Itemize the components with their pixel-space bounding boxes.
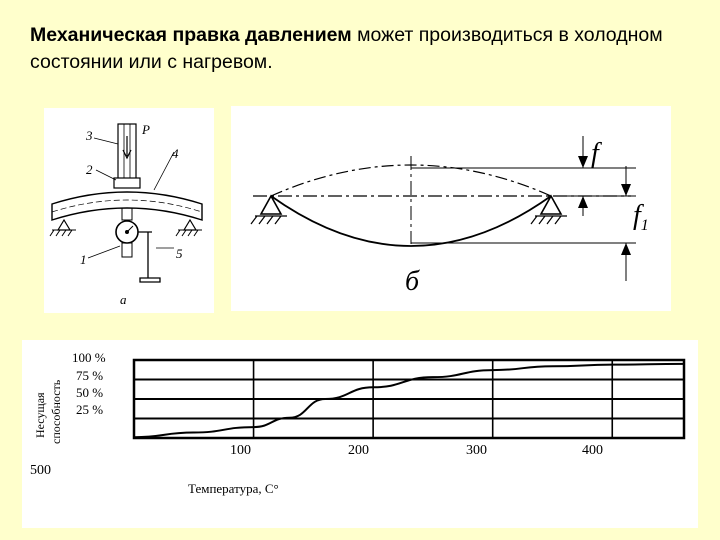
ytick-label-50: 50 % <box>76 385 103 400</box>
page-heading: Механическая правка давлением может прои… <box>30 22 700 76</box>
ytick-label-100: 100 % <box>72 350 106 365</box>
xlabel: Температура, С° <box>188 481 279 496</box>
label-b: б <box>405 266 420 297</box>
indicator-stand <box>138 231 161 283</box>
capacity-curve <box>133 362 685 439</box>
capacity-chart: 100 % 75 % 50 % 25 % Несущая способность… <box>30 350 686 496</box>
chart-panel: 100 % 75 % 50 % 25 % Несущая способность… <box>22 340 698 528</box>
xtick-label-200: 200 <box>348 443 369 458</box>
lower-curve <box>270 195 552 247</box>
force-arrow <box>122 136 132 160</box>
label-5: 5 <box>176 246 183 261</box>
label-p: P <box>141 122 150 137</box>
extra-label-500: 500 <box>30 463 51 478</box>
xtick-label-400: 400 <box>582 443 603 458</box>
bent-beam <box>51 191 203 221</box>
upper-curve <box>270 164 552 197</box>
heading-rest: может производиться в холодном состоянии… <box>30 24 663 73</box>
label-1: 1 <box>80 252 87 267</box>
label-2: 2 <box>86 162 93 177</box>
label-4: 4 <box>172 146 179 161</box>
label-a: а <box>120 292 127 307</box>
xtick-label-100: 100 <box>230 443 251 458</box>
plot-frame <box>132 358 686 440</box>
ylabel-line2: способность <box>49 379 63 444</box>
ylabel-line1: Несущая <box>33 392 47 438</box>
figure-a-panel: 3 P 4 2 1 5 а <box>44 108 214 313</box>
figure-b-panel: f f1 б <box>231 106 671 311</box>
press-diagram: 3 P 4 2 1 5 а <box>49 122 203 307</box>
label-f: f <box>591 138 602 169</box>
ytick-label-25: 25 % <box>76 402 103 417</box>
label-f1: f1 <box>633 200 649 234</box>
heading-bold: Механическая правка давлением <box>30 24 352 46</box>
xtick-label-300: 300 <box>466 443 487 458</box>
ytick-label-75: 75 % <box>76 368 103 383</box>
pin-supports <box>259 194 563 215</box>
press-tip <box>113 177 141 189</box>
label-3: 3 <box>85 128 93 143</box>
deflection-diagram: f f1 б <box>250 136 649 297</box>
